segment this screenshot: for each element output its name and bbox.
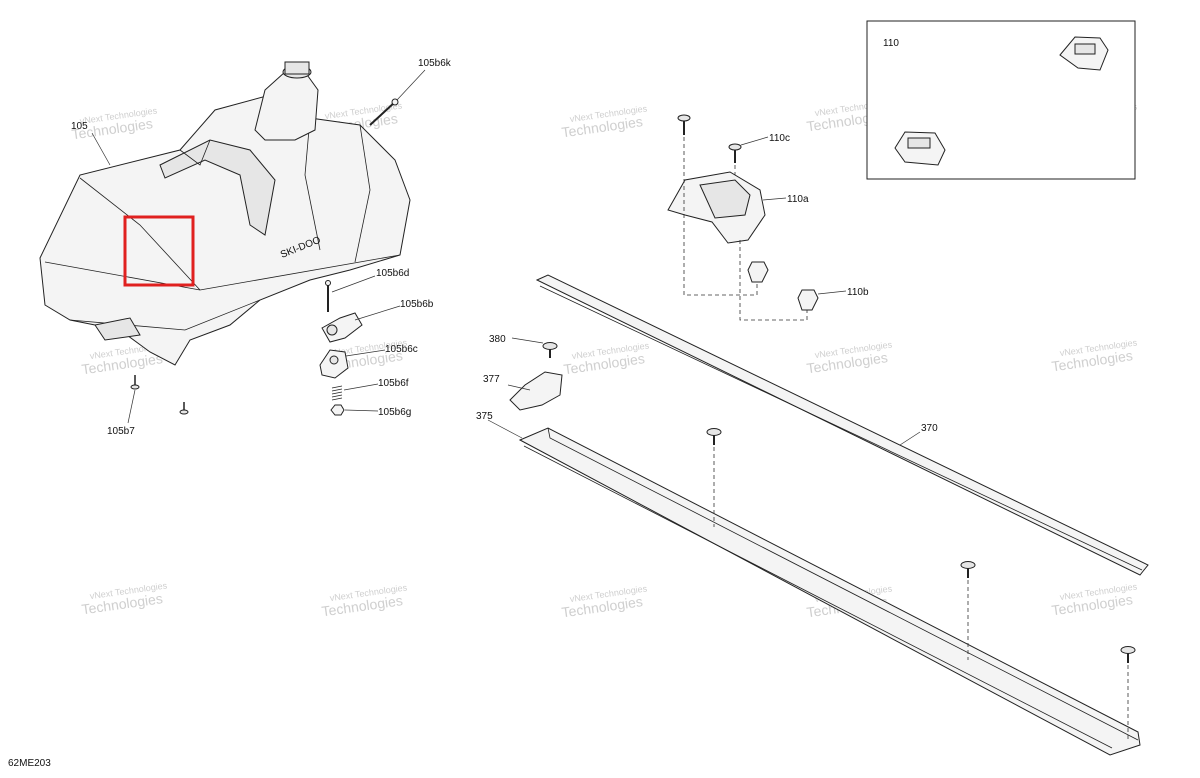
leader-110a	[762, 197, 787, 201]
callout-105b6k: 105b6k	[418, 58, 452, 69]
callout-110c: 110c	[769, 133, 790, 144]
callout-105: 105	[71, 121, 88, 132]
inset-part-top[interactable]	[1059, 36, 1109, 71]
leader-105b6b	[354, 305, 401, 321]
leader-105	[91, 132, 111, 166]
leader-105b6f	[343, 383, 379, 391]
leader-380	[511, 337, 544, 344]
callout-377: 377	[483, 374, 500, 385]
screw-105b7[interactable]	[130, 375, 189, 415]
callout-110b: 110b	[847, 287, 869, 298]
nut-110b-left[interactable]	[747, 261, 769, 283]
bracket-105b6b[interactable]	[321, 312, 363, 343]
nut-110b-right[interactable]	[797, 289, 819, 311]
fitting-105b6c[interactable]	[319, 349, 349, 379]
screw-110c-right[interactable]	[728, 143, 742, 163]
slide-375[interactable]	[518, 427, 1141, 756]
screw-105b6k[interactable]	[369, 98, 399, 126]
clip-377[interactable]	[509, 371, 563, 411]
leader-105b6c	[345, 349, 386, 357]
dashed-path-110	[683, 137, 758, 296]
callout-370: 370	[921, 423, 938, 434]
leader-110c	[740, 136, 769, 146]
leader-105b6k	[396, 69, 426, 101]
callout-105b6f: 105b6f	[378, 378, 409, 389]
handle-110a[interactable]	[667, 171, 766, 244]
slide-screw[interactable]	[1120, 646, 1136, 664]
leader-110b	[817, 290, 847, 295]
highlight-box	[123, 215, 195, 287]
figure-code: 62ME203	[8, 758, 51, 769]
leader-105b6g	[344, 409, 379, 412]
callout-105b6d: 105b6d	[376, 268, 409, 279]
fuel-tank[interactable]: SKI-DOO	[39, 94, 411, 366]
callout-110a: 110a	[787, 194, 809, 205]
callout-105b6b: 105b6b	[400, 299, 434, 310]
leader-105b6d	[331, 275, 376, 293]
callout-380: 380	[489, 334, 506, 345]
inset-part-bottom[interactable]	[894, 131, 946, 166]
callout-105b6c: 105b6c	[385, 344, 418, 355]
filler-neck[interactable]	[254, 61, 319, 141]
screw-110c-left[interactable]	[677, 114, 691, 135]
nut-105b6g[interactable]	[330, 404, 345, 416]
screw-380[interactable]	[542, 342, 558, 359]
rail-370[interactable]	[535, 274, 1149, 576]
callout-375: 375	[476, 411, 493, 422]
leader-377	[507, 384, 531, 391]
leader-375	[487, 419, 523, 439]
callout-110: 110	[883, 38, 899, 49]
slide-screw[interactable]	[706, 428, 722, 446]
pin-105b6d[interactable]	[325, 280, 331, 313]
dashed-path-110b	[734, 165, 808, 321]
leader-370	[899, 431, 921, 446]
slide-screw[interactable]	[960, 561, 976, 579]
leader-105b7	[127, 389, 136, 424]
callout-105b6g: 105b6g	[378, 407, 411, 418]
callout-105b7: 105b7	[107, 426, 135, 437]
spring-105b6f[interactable]	[331, 385, 343, 401]
